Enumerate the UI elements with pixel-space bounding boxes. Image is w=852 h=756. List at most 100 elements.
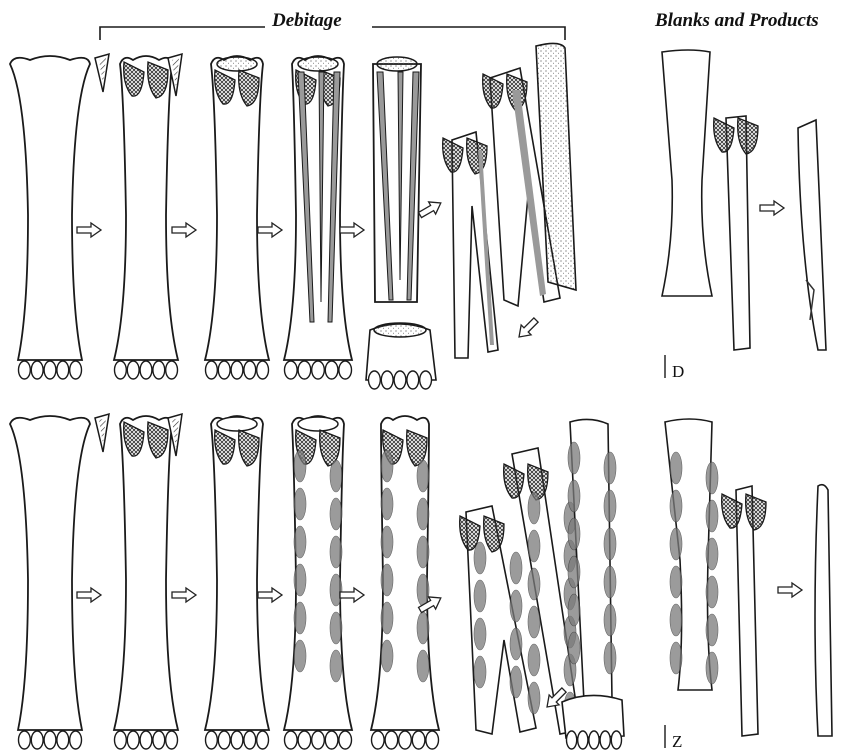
epiphysis-condyle-d	[381, 371, 393, 389]
flake-scar-z	[706, 652, 718, 684]
bone-4-d-outline	[284, 56, 352, 360]
flake-scar-z	[417, 536, 429, 568]
epiphysis-condyle-z	[578, 731, 588, 749]
product-z	[815, 485, 832, 736]
flake-scar-z	[706, 462, 718, 494]
flake-scar-z	[528, 682, 540, 714]
bone-3-d	[205, 56, 269, 360]
arrow-right-icon	[778, 583, 802, 597]
bone-3-z-condyle	[218, 731, 230, 749]
bone-5-z-condyle	[412, 731, 425, 749]
flake-scar-z	[706, 576, 718, 608]
flake-scar-z	[510, 666, 522, 698]
bone-3-d-outline	[205, 56, 269, 360]
bone-4-d-condyle	[325, 361, 338, 379]
arrow-diagonal-icon	[417, 197, 445, 221]
bone-2-d-condyle	[115, 361, 127, 379]
epiphysis-condyle-d	[394, 371, 406, 389]
bone-1-d	[10, 56, 90, 360]
flake-scar-z	[294, 602, 306, 634]
bone-2-d-condyle	[127, 361, 139, 379]
flake-scar-z	[294, 526, 306, 558]
flake-scar-z	[330, 574, 342, 606]
bone-4-z-condyle	[298, 731, 311, 749]
arrow-right-icon	[760, 201, 784, 215]
flake-scar-z	[670, 604, 682, 636]
bone-3-z-condyle	[257, 731, 269, 749]
bone-5-z-condyle	[385, 731, 398, 749]
flake-scar-z	[568, 442, 580, 474]
flake-scar-z	[568, 480, 580, 512]
bone-2-d	[114, 56, 178, 360]
bone-1-d-outline	[10, 56, 90, 360]
epiphysis-condyle-d	[407, 371, 419, 389]
epiphysis-condyle-d	[420, 371, 432, 389]
flake-scar-z	[670, 490, 682, 522]
flake-scar-z	[604, 604, 616, 636]
arrow-right-icon	[172, 588, 196, 602]
flake-scar-z	[706, 500, 718, 532]
bone-3-z-outline	[205, 416, 269, 730]
epiphysis-condyle-z	[567, 731, 577, 749]
bone-1-d-condyle	[19, 361, 31, 379]
bone-4-z-condyle	[325, 731, 338, 749]
flake-scar-z	[381, 640, 393, 672]
flake-scar-z	[670, 566, 682, 598]
arrow-right-icon	[77, 223, 101, 237]
flake-scar-z	[604, 528, 616, 560]
bone-3-top-d	[217, 57, 257, 71]
flake-scar-z	[294, 564, 306, 596]
bone-4-d-condyle	[312, 361, 325, 379]
flake-scar-z	[528, 530, 540, 562]
flake-scar-z	[294, 450, 306, 482]
flake-scar-z	[381, 450, 393, 482]
bone-2-z-condyle	[127, 731, 139, 749]
bone-5-z-condyle	[372, 731, 385, 749]
flake-scar-z	[381, 564, 393, 596]
bone-1-d-condyle	[70, 361, 82, 379]
flake-scar-z	[417, 460, 429, 492]
bone-1-z-condyle	[44, 731, 56, 749]
bone-1-d-condyle	[57, 361, 69, 379]
flake-scar-z	[381, 602, 393, 634]
flake-scar-z	[417, 612, 429, 644]
epiphysis-condyle-d	[369, 371, 381, 389]
bone-1-z-condyle	[31, 731, 43, 749]
arrow-right-icon	[77, 588, 101, 602]
bone-3-d-condyle	[231, 361, 243, 379]
flake-scar-z	[510, 628, 522, 660]
bone-2-z-condyle	[115, 731, 127, 749]
flake-scar-z	[294, 488, 306, 520]
flake-scar-z	[706, 538, 718, 570]
bone-4-d-condyle	[298, 361, 311, 379]
bone-1-z-condyle	[19, 731, 31, 749]
flake-scar-z	[381, 488, 393, 520]
flake-scar-z	[670, 528, 682, 560]
flake-scar-z	[568, 556, 580, 588]
bone-1-z	[10, 416, 90, 730]
bone-4-d-condyle	[285, 361, 298, 379]
bone-4-d-condyle	[339, 361, 352, 379]
flake-scar-z	[528, 644, 540, 676]
flake-scar-z	[417, 574, 429, 606]
epiphysis-top-d	[374, 323, 426, 337]
flake-scar-z	[417, 650, 429, 682]
flake-scar-z	[528, 606, 540, 638]
shaft-5-top-d	[377, 57, 417, 71]
flake-scar-z	[706, 614, 718, 646]
arrow-diagonal-icon	[514, 315, 541, 342]
bone-3-d-condyle	[257, 361, 269, 379]
flake-scar-z	[604, 566, 616, 598]
flake-scar-z	[670, 642, 682, 674]
epiphysis-condyle-z	[600, 731, 610, 749]
flake-scar-z	[670, 452, 682, 484]
bone-4-d	[284, 56, 352, 360]
bone-3-z-condyle	[244, 731, 256, 749]
bone-3-top-z	[217, 417, 257, 431]
bone-3-z	[205, 416, 269, 730]
arrow-right-icon	[258, 223, 282, 237]
bone-2-z	[114, 416, 178, 730]
bone-2-z-outline	[114, 416, 178, 730]
